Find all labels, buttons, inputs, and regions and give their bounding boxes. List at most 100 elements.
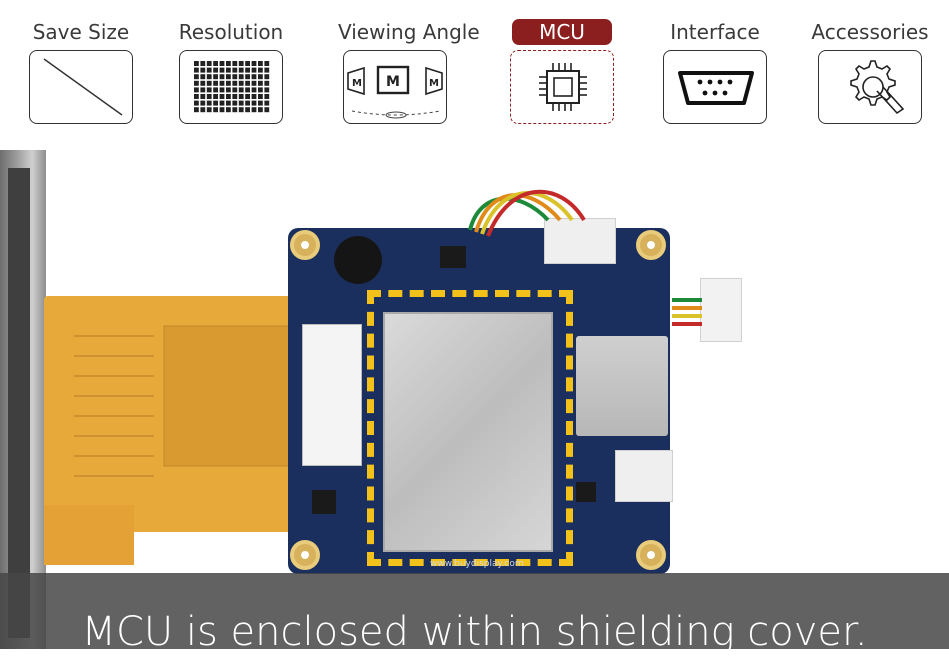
pixel-cell [206,67,212,73]
pixel-cell [226,61,231,66]
tab-resolution-label: Resolution [178,20,284,44]
pixel-cell [213,94,218,99]
flex-cable-tail [44,505,134,565]
tab-accessories[interactable]: Accessories [810,0,930,135]
pixel-cell [232,94,238,99]
pixel-cell [200,107,206,113]
pixel-cell [258,100,263,106]
tab-accessories-label: Accessories [811,20,929,44]
pixel-cell [232,87,238,93]
pixel-cell [206,80,212,86]
pixel-cell [238,87,244,93]
pixel-cell [213,74,218,80]
pixel-cell [206,74,212,80]
pixel-cell [194,87,199,93]
pixel-cell [245,94,250,99]
shielding-cover [383,312,553,552]
pixel-cell [264,87,270,93]
tab-mcu-label: MCU [512,19,612,45]
uart-connector [544,218,616,264]
pixel-cell [226,107,231,113]
pixel-cell [264,100,270,106]
pixel-cell [238,61,244,66]
pixel-grid-icon [194,61,270,113]
svg-text:M: M [429,78,439,89]
pixel-cell [219,61,225,66]
pixel-cell [219,107,225,113]
pixel-cell [251,67,257,73]
pixel-cell [258,107,263,113]
pixel-cell [238,67,244,73]
pixel-cell [226,74,231,80]
pixel-cell [258,61,263,66]
diagonal-line-icon [43,58,123,116]
pixel-cell [245,61,250,66]
feature-tab-strip: Save Size Resolution Viewing Angle M M M [0,0,949,140]
tab-interface-label: Interface [670,20,760,44]
flex-cable-traces [74,325,304,477]
power-connector [615,450,673,502]
pixel-cell [194,107,199,113]
tab-mcu-box[interactable] [510,50,614,124]
pixel-cell [258,94,263,99]
chip-icon [539,63,587,111]
tab-resolution[interactable]: Resolution [171,0,291,135]
pixel-cell [219,94,225,99]
pixel-cell [206,61,212,66]
pixel-cell [245,107,250,113]
pixel-cell [258,67,263,73]
pixel-cell [213,87,218,93]
mcu-highlight-outline [367,290,573,566]
pixel-cell [232,100,238,106]
mounting-hole [290,540,320,570]
tab-interface-box[interactable] [663,50,767,124]
tab-accessories-box[interactable] [818,50,922,124]
tab-viewing-angle-label: Viewing Angle [338,20,480,44]
pixel-cell [194,94,199,99]
pixel-cell [251,61,257,66]
pixel-cell [200,100,206,106]
pixel-cell [200,67,206,73]
caption-bar: MCU is enclosed within shielding cover. [0,573,949,655]
board-watermark: www.buydisplay.com [430,559,524,569]
pixel-cell [238,74,244,80]
tab-mcu[interactable]: MCU [502,0,622,135]
pixel-cell [245,80,250,86]
pixel-cell [251,94,257,99]
pixel-cell [264,61,270,66]
pixel-cell [226,100,231,106]
pixel-cell [213,80,218,86]
pixel-cell [245,100,250,106]
pixel-cell [251,74,257,80]
pixel-cell [258,80,263,86]
pixel-cell [200,74,206,80]
pixel-cell [213,61,218,66]
mounting-hole [636,230,666,260]
fpc-connector [302,324,362,466]
tab-viewing-angle[interactable]: Viewing Angle M M M [338,0,480,135]
pixel-cell [232,74,238,80]
pixel-cell [245,74,250,80]
pixel-cell [232,67,238,73]
tab-viewing-angle-box[interactable]: M M M [343,50,447,124]
pixel-cell [238,100,244,106]
pixel-cell [194,74,199,80]
pixel-cell [219,67,225,73]
small-ic [576,482,596,502]
pixel-cell [251,80,257,86]
pixel-cell [213,107,218,113]
tab-save-size[interactable]: Save Size [21,0,141,135]
pixel-cell [245,67,250,73]
sd-card-slot [576,336,668,436]
pixel-cell [264,74,270,80]
tab-resolution-box[interactable] [179,50,283,124]
pixel-cell [206,87,212,93]
pixel-cell [219,87,225,93]
pixel-cell [232,107,238,113]
pixel-cell [194,61,199,66]
pixel-cell [219,74,225,80]
pixel-cell [226,67,231,73]
pixel-cell [213,67,218,73]
tab-save-size-box[interactable] [29,50,133,124]
tab-interface[interactable]: Interface [655,0,775,135]
